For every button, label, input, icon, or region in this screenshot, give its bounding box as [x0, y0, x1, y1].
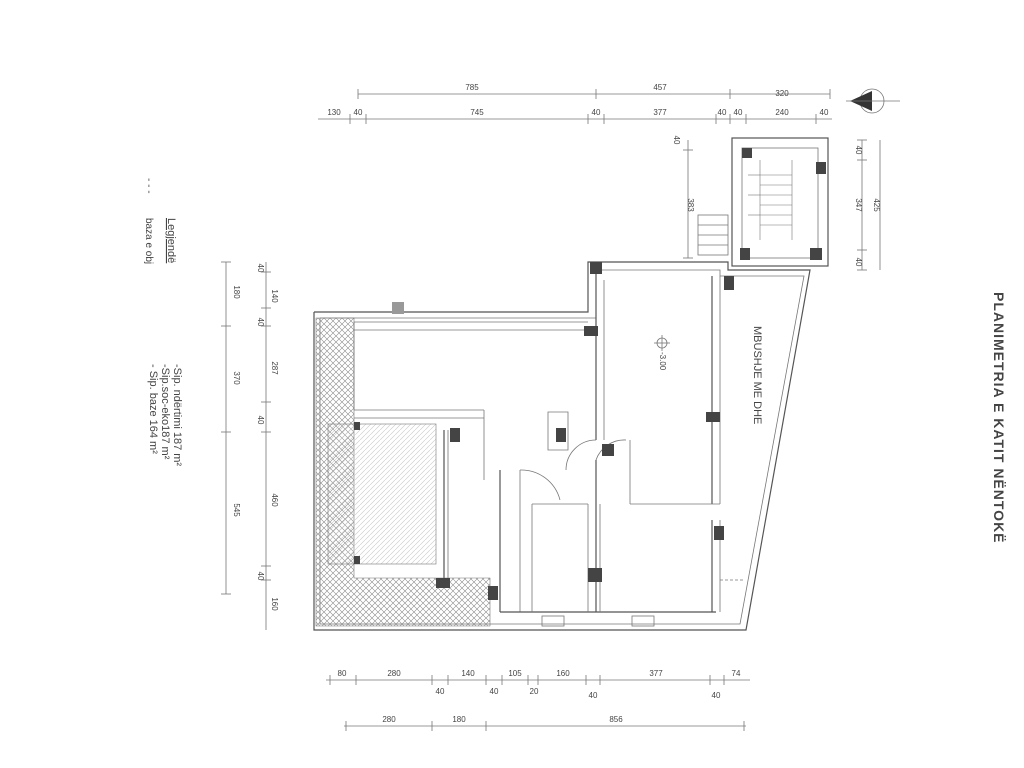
- dim-label: 140: [270, 289, 279, 303]
- dim-label: 40: [256, 264, 265, 273]
- dimension-stair: 40 383: [672, 136, 695, 259]
- dim-label: 140: [461, 669, 475, 678]
- dimension-bottom-1: 80 280 140 105 160 377 74 40 40 20 40 40: [326, 669, 750, 700]
- dim-label: 130: [327, 108, 341, 117]
- legend: Legjendë - - - baza e obj: [143, 178, 177, 264]
- legend-item: baza e obj: [143, 218, 154, 264]
- dim-label: 180: [452, 715, 466, 724]
- dimension-top-row-1: 785 457 320: [357, 83, 831, 99]
- legend-heading: Legjendë: [165, 218, 177, 263]
- area-summary: -Sip. ndërtimi 187 m² -Sip.soc-eko187 m²…: [147, 364, 183, 466]
- dim-label: 40: [589, 691, 598, 700]
- dim-label: 40: [256, 416, 265, 425]
- dim-label: 40: [820, 108, 829, 117]
- drawing-title: PLANIMETRIA E KATIT NËNTOKË: [991, 292, 1007, 544]
- dim-label: 40: [490, 687, 499, 696]
- dim-label: 40: [718, 108, 727, 117]
- area-line: -Sip. ndërtimi 187 m²: [171, 364, 183, 466]
- stair-block: [697, 137, 829, 267]
- dimension-right: 40 347 40 425: [854, 139, 881, 271]
- dim-label: 545: [232, 503, 241, 517]
- north-arrow-icon: [846, 88, 900, 114]
- dim-label: 320: [775, 89, 789, 98]
- dim-label: 460: [270, 493, 279, 507]
- dim-label: 160: [270, 597, 279, 611]
- dim-label: 40: [436, 687, 445, 696]
- dim-label: 40: [712, 691, 721, 700]
- dim-label: 20: [530, 687, 539, 696]
- legend-symbol: - - -: [143, 178, 154, 194]
- dimension-top-row-2: 130 40 745 40 377 40 40 240 40: [318, 108, 832, 124]
- area-line: -Sip.soc-eko187 m²: [159, 364, 171, 460]
- dim-label: 745: [470, 108, 484, 117]
- dimension-left-1: 40 140 40 287 40 460 40 160: [256, 262, 279, 630]
- dim-label: 425: [872, 198, 881, 212]
- dim-label: 785: [465, 83, 479, 92]
- dim-label: 40: [256, 318, 265, 327]
- dim-label: 280: [382, 715, 396, 724]
- dim-label: 856: [609, 715, 623, 724]
- dim-label: 287: [270, 361, 279, 375]
- dim-label: 370: [232, 371, 241, 385]
- dim-label: 377: [653, 108, 667, 117]
- dim-label: 80: [338, 669, 347, 678]
- structural-columns: [354, 262, 734, 627]
- dim-label: 40: [672, 136, 681, 145]
- dim-label: 383: [686, 198, 695, 212]
- dimension-bottom-2: 280 180 856: [344, 715, 746, 731]
- dim-label: 240: [775, 108, 789, 117]
- dim-label: 40: [354, 108, 363, 117]
- dim-label: 40: [592, 108, 601, 117]
- dimension-left-2: 180 370 545: [221, 261, 241, 595]
- dim-label: 40: [854, 258, 863, 267]
- dim-label: 40: [256, 572, 265, 581]
- dim-label: 74: [732, 669, 741, 678]
- level-marker: -3.00: [654, 335, 670, 371]
- dim-label: 160: [556, 669, 570, 678]
- dim-label: 347: [854, 198, 863, 212]
- dim-label: 105: [508, 669, 522, 678]
- dim-label: 40: [734, 108, 743, 117]
- dim-label: 180: [232, 285, 241, 299]
- level-marker-label: -3.00: [658, 352, 667, 371]
- area-line: - Sip. baze 164 m²: [147, 364, 159, 454]
- room-label: MBUSHJE ME DHE: [751, 326, 763, 424]
- dim-label: 457: [653, 83, 667, 92]
- dim-label: 377: [649, 669, 663, 678]
- hatched-area: [315, 317, 491, 627]
- dim-label: 40: [854, 146, 863, 155]
- dim-label: 280: [387, 669, 401, 678]
